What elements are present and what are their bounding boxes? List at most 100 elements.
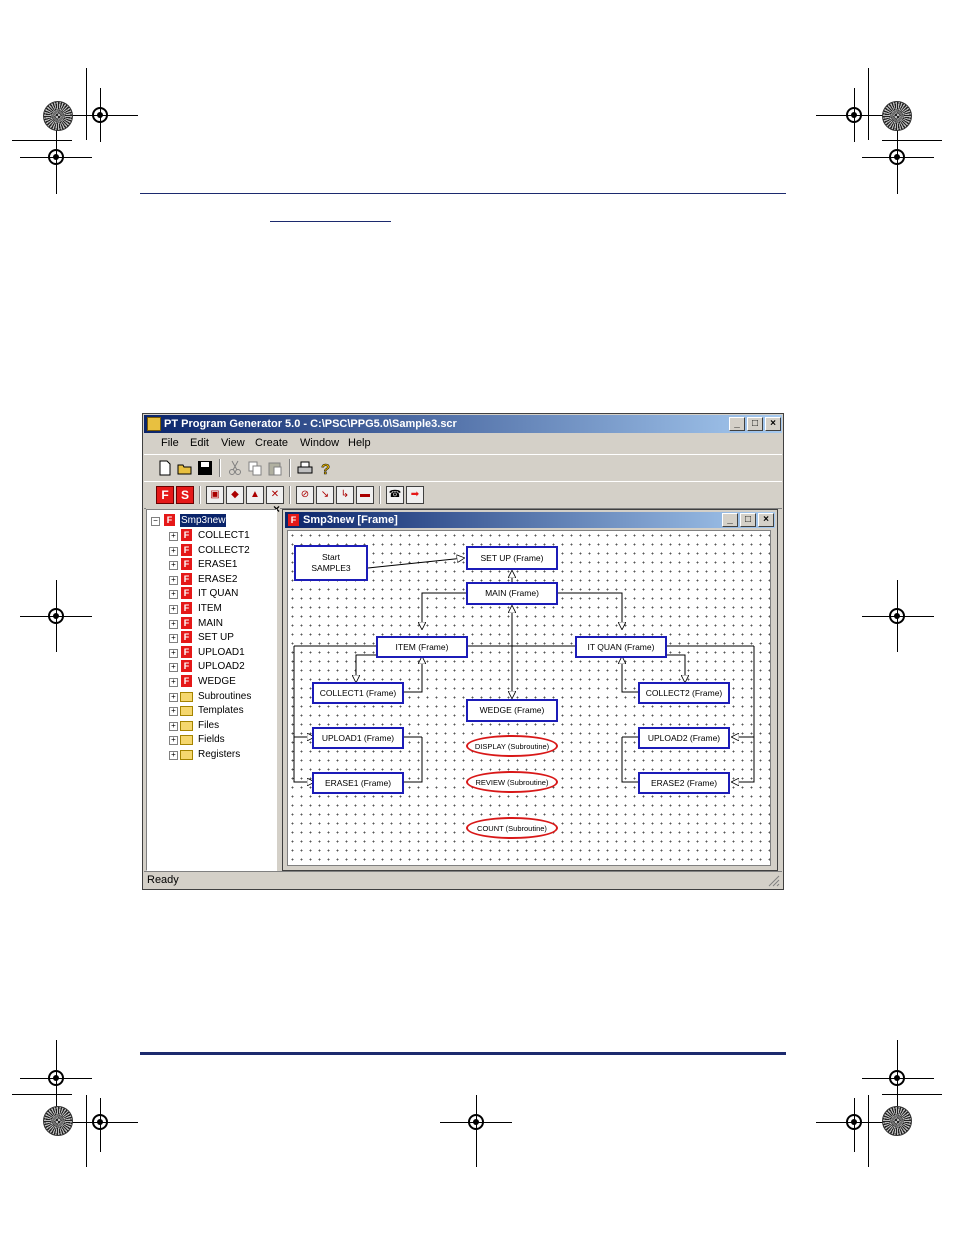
tree-item-label: ERASE2 [198, 573, 238, 585]
frame-node-setup[interactable]: SET UP (Frame) [466, 546, 558, 570]
expand-icon[interactable]: + [169, 648, 178, 658]
frame-node-upload2[interactable]: UPLOAD2 (Frame) [638, 727, 730, 749]
save-icon[interactable] [196, 459, 214, 477]
link2-icon[interactable]: ↘ [316, 486, 334, 504]
tree-item-label: COLLECT2 [198, 544, 250, 556]
folder-icon [180, 720, 193, 731]
minimize-button[interactable]: _ [729, 417, 745, 431]
start-label: Start [322, 552, 340, 562]
expand-icon[interactable]: + [169, 707, 178, 717]
frame-node-wedge[interactable]: WEDGE (Frame) [466, 699, 558, 722]
paste-icon[interactable] [266, 459, 284, 477]
frame-node-main[interactable]: MAIN (Frame) [466, 582, 558, 605]
collapse-icon[interactable]: − [151, 517, 160, 526]
diagram-canvas[interactable]: Start SAMPLE3 SET UP (Frame) MAIN (Frame… [287, 530, 771, 866]
maximize-button[interactable]: □ [747, 417, 763, 431]
app-icon [147, 417, 161, 431]
link4-icon[interactable]: ▬ [356, 486, 374, 504]
tree-item-label: Registers [198, 749, 241, 760]
subroutine-icon[interactable]: S [176, 486, 194, 504]
menu-view[interactable]: View [221, 437, 245, 449]
frame-icon[interactable]: F [156, 486, 174, 504]
cut-icon[interactable] [226, 459, 244, 477]
menu-bar: File Edit View Create Window Help [144, 434, 782, 454]
expand-icon[interactable]: + [169, 663, 178, 673]
expand-icon[interactable]: + [169, 605, 178, 614]
folder-icon [180, 750, 193, 760]
frame-icon: F [164, 514, 175, 526]
tree-item-label: ITEM [198, 603, 222, 614]
link1-icon[interactable]: ⊘ [296, 486, 314, 504]
expand-icon[interactable]: + [169, 590, 178, 600]
subroutine-node-count[interactable]: COUNT (Subroutine) [466, 817, 558, 839]
document-link-underline [270, 221, 391, 222]
resize-grip-icon[interactable] [768, 875, 780, 887]
expand-icon[interactable]: + [169, 619, 178, 629]
link3-icon[interactable]: ↳ [336, 486, 354, 504]
frame-node-erase1[interactable]: ERASE1 (Frame) [312, 772, 404, 794]
tree-item-label: Templates [198, 705, 244, 717]
copy-icon[interactable] [246, 459, 264, 477]
frame-node-upload1[interactable]: UPLOAD1 (Frame) [312, 727, 404, 749]
menu-create[interactable]: Create [255, 437, 289, 449]
start-program-name: SAMPLE3 [311, 563, 351, 573]
print-icon[interactable] [296, 459, 314, 477]
menu-window[interactable]: Window [300, 437, 340, 449]
tree-root-label: Smp3new [180, 514, 227, 527]
start-node[interactable]: Start SAMPLE3 [294, 545, 368, 581]
frame-node-collect2[interactable]: COLLECT2 (Frame) [638, 682, 730, 704]
child-close-button[interactable]: × [758, 513, 774, 527]
new-icon[interactable] [156, 459, 174, 477]
expand-icon[interactable]: + [169, 546, 178, 556]
expand-icon[interactable]: + [169, 721, 178, 731]
menu-help[interactable]: Help [348, 437, 371, 449]
expand-icon[interactable]: + [169, 736, 178, 746]
draw1-icon[interactable]: ◆ [226, 486, 244, 504]
header-rule [140, 193, 786, 194]
expand-icon[interactable]: + [169, 634, 178, 644]
expand-icon[interactable]: + [169, 532, 178, 541]
child-minimize-button[interactable]: _ [722, 513, 738, 527]
menu-file[interactable]: File [161, 437, 179, 449]
exit-icon[interactable]: ➡ [406, 486, 424, 504]
svg-text:?: ? [321, 461, 330, 477]
tree-item-label: COLLECT1 [198, 530, 250, 541]
menu-edit[interactable]: Edit [190, 437, 209, 449]
frame-icon: F [181, 645, 192, 658]
phone-icon[interactable]: ☎ [386, 486, 404, 504]
expand-icon[interactable]: + [169, 575, 178, 585]
app-titlebar[interactable]: PT Program Generator 5.0 - C:\PSC\PPG5.0… [144, 415, 782, 433]
help-icon[interactable]: ? [316, 459, 334, 479]
child-maximize-button[interactable]: □ [740, 513, 756, 527]
field-icon[interactable]: ▣ [206, 486, 224, 504]
frame-icon: F [181, 529, 192, 541]
tree-item-label: Files [198, 719, 220, 731]
expand-icon[interactable]: + [169, 692, 178, 702]
expand-icon[interactable]: + [169, 678, 178, 687]
child-title: Smp3new [Frame] [303, 514, 398, 526]
tree-item-label: Subroutines [198, 690, 252, 702]
tree-item-label: UPLOAD1 [198, 646, 245, 658]
draw2-icon[interactable]: ▲ [246, 486, 264, 504]
subroutine-node-review[interactable]: REVIEW (Subroutine) [466, 771, 558, 793]
frame-icon: F [181, 602, 192, 614]
expand-icon[interactable]: + [169, 751, 178, 760]
frame-node-erase2[interactable]: ERASE2 (Frame) [638, 772, 730, 794]
close-button[interactable]: × [765, 417, 781, 431]
open-icon[interactable] [176, 459, 194, 477]
subroutine-node-display[interactable]: DISPLAY (Subroutine) [466, 735, 558, 757]
frame-icon: F [181, 616, 192, 629]
frame-node-item[interactable]: ITEM (Frame) [376, 636, 468, 658]
frame-doc-icon: F [288, 514, 299, 526]
frame-node-collect1[interactable]: COLLECT1 (Frame) [312, 682, 404, 704]
expand-icon[interactable]: + [169, 561, 178, 571]
tree-item-label: Fields [198, 734, 225, 746]
folder-icon [180, 706, 193, 717]
app-title: PT Program Generator 5.0 - C:\PSC\PPG5.0… [164, 418, 457, 430]
draw3-icon[interactable]: ✕ [266, 486, 284, 504]
frame-node-itquan[interactable]: IT QUAN (Frame) [575, 636, 667, 658]
child-titlebar[interactable]: F Smp3new [Frame] _ □ × [285, 512, 775, 528]
frame-icon: F [181, 543, 192, 556]
frame-child-window: F Smp3new [Frame] _ □ × [282, 509, 778, 871]
